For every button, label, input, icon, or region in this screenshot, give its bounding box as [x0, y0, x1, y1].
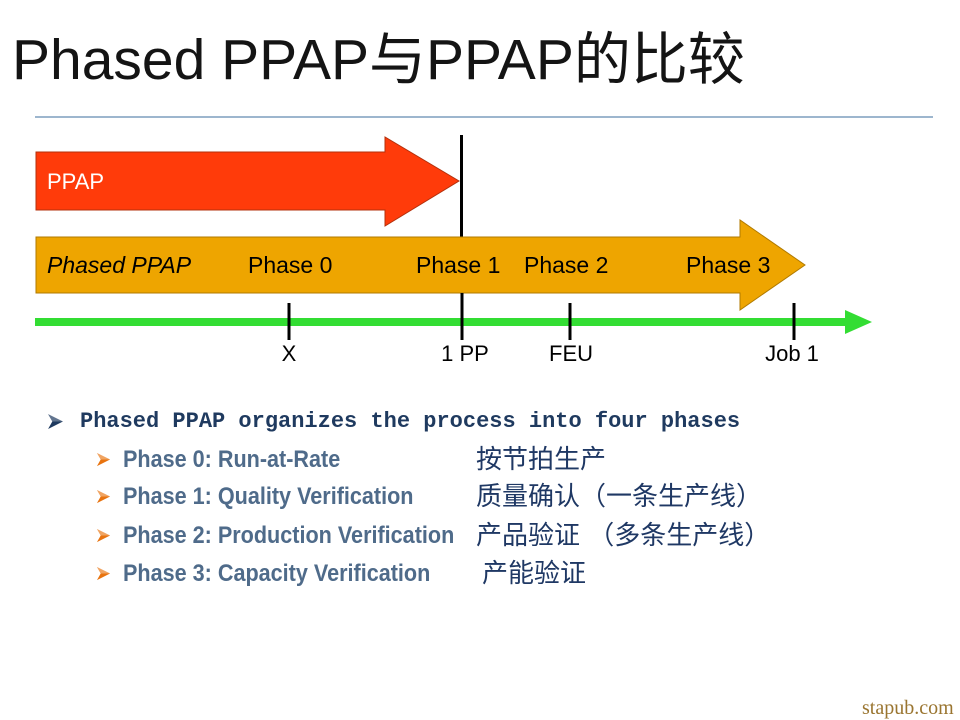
sub-bullet-phase-3: Phase 3: Capacity Verification 产能验证: [0, 555, 960, 593]
arrow-bullet-icon-highlight: [96, 452, 111, 460]
arrow-bullet-icon-shape: [96, 489, 111, 504]
arrow-bullet-icon-highlight: [96, 528, 111, 536]
ppap-comparison-diagram: PPAP Phased PPAP Phase 0 Phase 1 Phase 2…: [35, 135, 872, 366]
arrow-bullet-icon: [96, 489, 111, 504]
sub-bullet-phase-0: Phase 0: Run-at-Rate 按节拍生产: [0, 441, 960, 479]
arrow-bullet-icon-highlight: [96, 566, 111, 574]
title-divider: [35, 116, 933, 118]
timeline-arrowhead: [845, 310, 872, 334]
phase-0-label: Phase 0: [248, 252, 332, 278]
sub-bullet-text: Phase 3: Capacity Verification: [123, 560, 431, 587]
watermark: stapub.com: [862, 697, 954, 719]
phased-ppap-arrow-label: Phased PPAP: [47, 252, 192, 278]
sub-bullet-chinese: 产品验证 （多条生产线）: [476, 521, 771, 551]
phase-3-label: Phase 3: [686, 252, 770, 278]
arrow-bullet-icon-shape: [96, 566, 111, 581]
arrow-bullet-icon-shape: [96, 528, 111, 543]
timeline-axis: [35, 318, 847, 326]
arrow-bullet-icon-highlight: [96, 489, 111, 497]
sub-bullet-chinese: 产能验证: [482, 559, 587, 589]
arrow-bullet-icon: [48, 414, 63, 429]
sub-bullet-phase-2: Phase 2: Production Verification 产品验证 （多…: [0, 517, 960, 555]
phase-2-label: Phase 2: [524, 252, 608, 278]
sub-bullet-text: Phase 1: Quality Verification: [123, 483, 414, 510]
main-bullet: Phased PPAP organizes the process into f…: [0, 403, 960, 441]
milestone-label-x: X: [282, 341, 297, 366]
main-bullet-text: Phased PPAP organizes the process into f…: [80, 409, 741, 434]
arrow-bullet-icon-shape: [48, 414, 63, 429]
arrow-bullet-icon: [96, 566, 111, 581]
arrow-bullet-icon-shape: [96, 452, 111, 467]
arrow-bullet-icon: [96, 452, 111, 467]
phased-ppap-arrow: [35, 219, 806, 311]
arrow-bullet-icon: [96, 528, 111, 543]
ppap-arrow-label: PPAP: [47, 169, 104, 194]
sub-bullet-text: Phase 0: Run-at-Rate: [123, 446, 341, 473]
phase-1-label: Phase 1: [416, 252, 500, 278]
sub-bullet-phase-1: Phase 1: Quality Verification 质量确认（一条生产线…: [0, 478, 960, 516]
sub-bullet-text: Phase 2: Production Verification: [123, 522, 455, 549]
milestone-label-feu: FEU: [549, 341, 593, 366]
sub-bullet-chinese: 按节拍生产: [476, 445, 607, 475]
sub-bullet-chinese: 质量确认（一条生产线）: [476, 482, 763, 512]
milestone-label-job1: Job 1: [765, 341, 819, 366]
arrow-bullet-icon-highlight: [48, 414, 63, 422]
milestone-label-1pp: 1 PP: [441, 341, 489, 366]
slide-title: Phased PPAP与PPAP的比较: [12, 28, 745, 92]
ppap-arrow: [35, 136, 460, 227]
